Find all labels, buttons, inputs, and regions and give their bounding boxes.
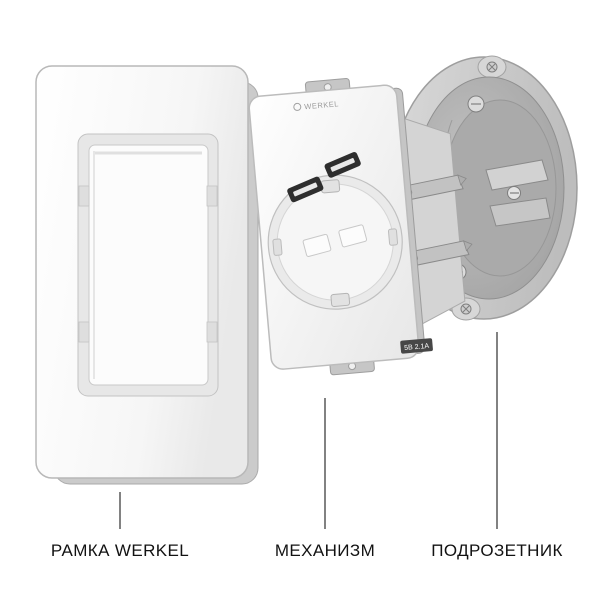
mechanism-graphic: WERKEL 5В xyxy=(248,78,473,376)
usb-ports xyxy=(287,152,361,203)
frame-graphic xyxy=(35,65,259,485)
mechanism-brand-text: WERKEL xyxy=(304,99,339,111)
recess-side-slot-left xyxy=(272,238,283,256)
mounting-box-clamp-bar xyxy=(485,159,551,227)
frame-clip-notches xyxy=(78,185,218,343)
leader-lines xyxy=(119,332,498,529)
werkel-logo-icon xyxy=(293,102,302,111)
label-frame: РАМКА WERKEL xyxy=(50,541,190,560)
mounting-box-clamp-screw-top xyxy=(467,95,485,113)
usb-rating-text: 5В 2.1А xyxy=(404,343,430,352)
ground-clip-bottom xyxy=(330,292,351,307)
ground-clip-top xyxy=(320,179,341,194)
usb-rating-tag: 5В 2.1А xyxy=(400,338,433,354)
frame-window-opening xyxy=(88,144,209,386)
mounting-box-screw-boss-top xyxy=(477,55,507,79)
label-mechanism: МЕХАНИЗМ xyxy=(274,541,376,560)
label-mounting-box: ПОДРОЗЕТНИК xyxy=(431,541,563,560)
socket-shutters xyxy=(302,224,368,257)
recess-side-slot-right xyxy=(387,228,399,246)
